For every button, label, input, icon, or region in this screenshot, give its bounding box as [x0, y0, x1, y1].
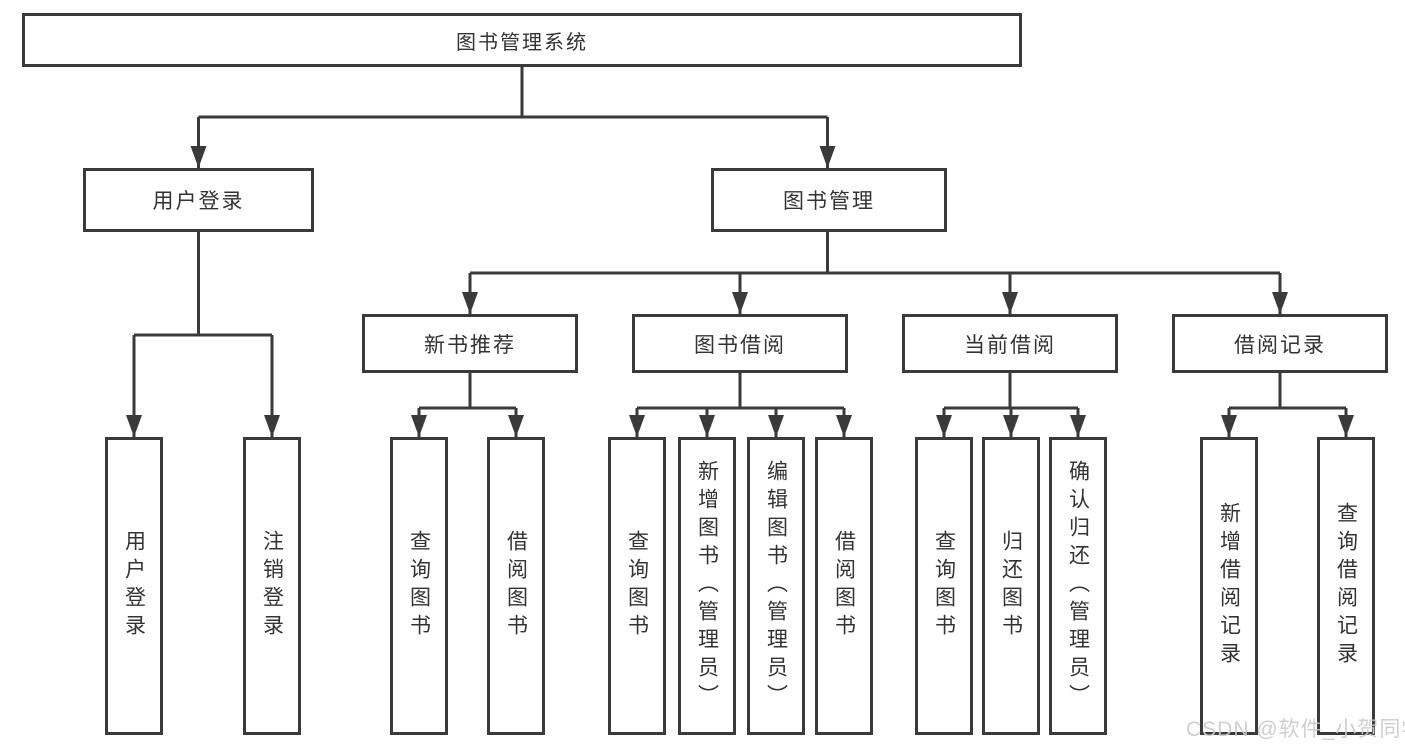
node-borrow-records: 借阅记录	[1172, 314, 1388, 373]
node-book-management: 图书管理	[711, 168, 947, 232]
leaf-label: 借阅图书	[832, 530, 856, 642]
leaf-label: 查询图书	[625, 530, 649, 642]
leaf-label: 新增借阅记录	[1217, 502, 1241, 670]
leaf-add-book-admin: 新增图书（管理员）	[678, 437, 736, 735]
leaf-label: 归还图书	[999, 530, 1023, 642]
leaf-logout: 注销登录	[243, 437, 301, 735]
leaf-query-borrow-record: 查询借阅记录	[1317, 437, 1375, 735]
leaf-confirm-return-admin: 确认归还（管理员）	[1049, 437, 1107, 735]
leaf-label: 借阅图书	[504, 530, 528, 642]
node-current-borrow: 当前借阅	[902, 314, 1118, 373]
leaf-label: 查询图书	[932, 530, 956, 642]
leaf-return-book: 归还图书	[982, 437, 1040, 735]
leaf-label: 查询借阅记录	[1334, 502, 1358, 670]
leaf-query-book-2: 查询图书	[608, 437, 666, 735]
node-new-book-recommend: 新书推荐	[362, 314, 578, 373]
leaf-label: 新增图书（管理员）	[695, 460, 719, 712]
leaf-borrow-book-1: 借阅图书	[487, 437, 545, 735]
leaf-label: 用户登录	[122, 530, 146, 642]
leaf-user-login: 用户登录	[105, 437, 163, 735]
leaf-query-book-1: 查询图书	[390, 437, 448, 735]
node-user-login: 用户登录	[83, 168, 314, 232]
leaf-label: 确认归还（管理员）	[1066, 460, 1090, 712]
leaf-query-book-3: 查询图书	[915, 437, 973, 735]
csdn-watermark: CSDN @软件_小贺同学	[1186, 718, 1405, 741]
node-root-system: 图书管理系统	[22, 13, 1022, 67]
leaf-borrow-book-2: 借阅图书	[815, 437, 873, 735]
leaf-edit-book-admin: 编辑图书（管理员）	[747, 437, 805, 735]
leaf-label: 查询图书	[407, 530, 431, 642]
node-book-borrowing: 图书借阅	[632, 314, 848, 373]
leaf-add-borrow-record: 新增借阅记录	[1200, 437, 1258, 735]
leaf-label: 编辑图书（管理员）	[764, 460, 788, 712]
leaf-label: 注销登录	[260, 530, 284, 642]
